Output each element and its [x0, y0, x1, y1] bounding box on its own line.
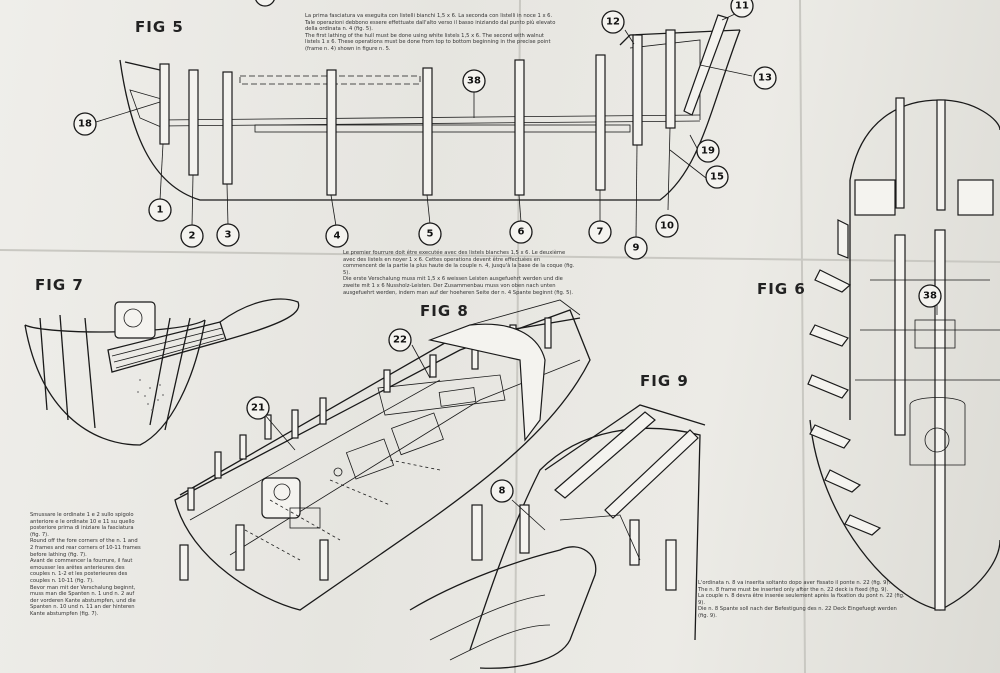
svg-text:38: 38	[923, 291, 937, 302]
callout-2: 2	[180, 224, 204, 248]
callout-5: 5	[418, 222, 442, 246]
fig8-label: FIG 8	[420, 302, 469, 320]
fig7-instructions: Smussare le ordinate 1 e 2 sullo spigolo…	[30, 512, 141, 617]
fig5-bottom-instructions: Le premier fourrure doit être executée a…	[343, 250, 575, 296]
fig5-hull-profile	[95, 13, 753, 239]
callout-38-fig6: 38	[918, 284, 942, 308]
callout-3: 3	[216, 223, 240, 247]
callout-6: 6	[509, 220, 533, 244]
callout-11: 11	[730, 0, 754, 18]
fig9-instructions: L'ordinata n. 8 va inserita soltanto dop…	[698, 580, 905, 619]
svg-text:3: 3	[225, 230, 232, 241]
svg-text:5: 5	[427, 229, 434, 240]
svg-text:15: 15	[710, 172, 724, 183]
svg-text:4: 4	[334, 231, 341, 242]
callout-38-fig5: 38	[462, 69, 486, 93]
callout-15: 15	[705, 165, 729, 189]
svg-text:18: 18	[78, 119, 92, 130]
svg-text:1: 1	[157, 205, 164, 216]
svg-text:2: 2	[189, 231, 196, 242]
fig5-top-instructions: La prima fasciatura va eseguita con list…	[305, 13, 556, 52]
fig6-label: FIG 6	[757, 280, 806, 298]
callout-12: 12	[601, 10, 625, 34]
svg-text:19: 19	[701, 146, 715, 157]
callout-21: 21	[246, 396, 270, 420]
callout-22: 22	[388, 328, 412, 352]
svg-text:7: 7	[597, 227, 604, 238]
svg-text:21: 21	[251, 403, 265, 414]
fig5-label: FIG 5	[135, 18, 184, 36]
fig8-hull-isometric	[174, 299, 591, 611]
svg-text:9: 9	[633, 243, 640, 254]
fig9-frame-insertion	[409, 404, 706, 669]
fig9-label: FIG 9	[640, 372, 689, 390]
svg-text:12: 12	[606, 17, 620, 28]
callout-1: 1	[148, 198, 172, 222]
svg-text:8: 8	[499, 486, 506, 497]
callout-10: 10	[655, 214, 679, 238]
callout-13: 13	[753, 66, 777, 90]
paper-fold	[0, 249, 1000, 263]
svg-text:6: 6	[518, 227, 525, 238]
paper-fold	[799, 0, 806, 673]
svg-text:13: 13	[758, 73, 772, 84]
fig7-filing-drawing	[24, 298, 300, 446]
callout-18: 18	[73, 112, 97, 136]
callout-8: 8	[490, 479, 514, 503]
svg-text:10: 10	[660, 221, 674, 232]
fig6-top-view	[807, 97, 1000, 611]
callout-19: 19	[696, 139, 720, 163]
callout-7: 7	[588, 220, 612, 244]
partial-callout	[255, 0, 275, 7]
svg-text:38: 38	[467, 76, 481, 87]
callout-4: 4	[325, 224, 349, 248]
callout-9: 9	[624, 236, 648, 260]
svg-text:11: 11	[735, 1, 749, 12]
svg-text:22: 22	[393, 335, 407, 346]
fig7-label: FIG 7	[35, 276, 84, 294]
